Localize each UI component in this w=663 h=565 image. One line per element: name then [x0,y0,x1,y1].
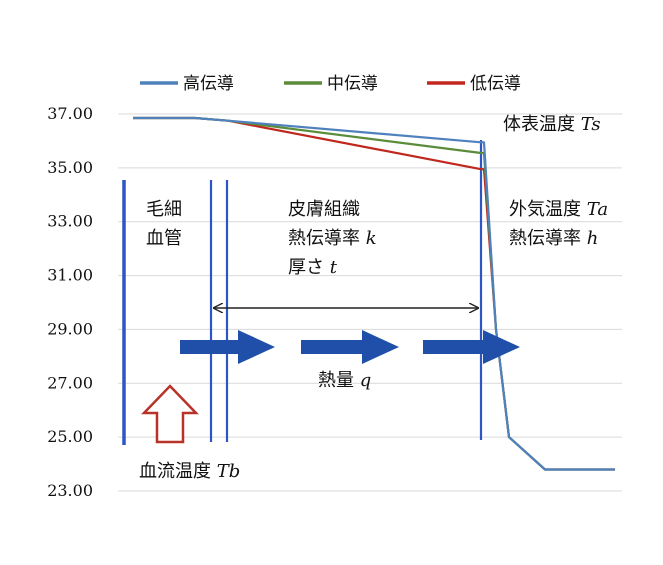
y-tick-label: 23.00 [47,481,93,500]
y-tick-label: 31.00 [47,266,93,285]
y-tick-label: 35.00 [47,158,93,177]
y-tick-label: 25.00 [47,427,93,446]
y-tick-label: 37.00 [47,104,93,123]
heat-flow-arrows [180,330,520,364]
heat-arrow-1 [180,330,275,364]
legend-label-high: 高伝導 [183,74,234,94]
y-tick-label: 33.00 [47,212,93,231]
series-line [133,116,615,471]
heat-quantity-label: 熱量 q [318,370,371,391]
blood-temp-label: 血流温度 Tb [139,461,240,482]
tissue-label-line2: 熱伝導率 k [288,228,377,249]
annotations: 体表温度 Ts 毛細 血管 皮膚組織 熱伝導率 k 厚さ t 外気温度 Ta 熱… [139,114,608,482]
blood-flow-arrow [141,384,199,444]
heat-arrow-3 [423,330,520,364]
y-axis-ticks: 37.00 35.00 33.00 31.00 29.00 27.00 25.00 23.00 [47,104,93,500]
air-label-line1: 外気温度 Ta [509,199,608,220]
y-tick-label: 29.00 [47,319,93,338]
legend-label-mid: 中伝導 [327,74,378,94]
air-label-line2: 熱伝導率 h [509,228,598,249]
tissue-label-line1: 皮膚組織 [288,199,360,220]
y-tick-label: 27.00 [47,373,93,392]
legend-label-low: 低伝導 [470,74,521,94]
grid-lines [118,113,622,492]
capillary-label-line2: 血管 [146,228,182,249]
tissue-label-line3: 厚さ t [288,257,338,278]
temperature-curves [133,116,615,471]
heat-arrow-2 [301,330,399,364]
series-line [133,116,615,471]
series-line [133,116,615,471]
surface-temp-label: 体表温度 Ts [503,114,601,135]
capillary-label-line1: 毛細 [146,199,182,220]
legend: 高伝導 中伝導 低伝導 [140,74,521,94]
